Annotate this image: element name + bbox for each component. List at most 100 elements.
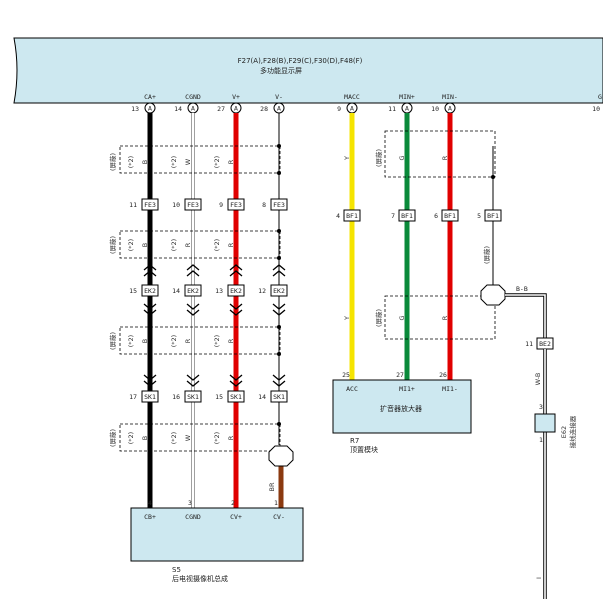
amp-sig-mi1-plus: MI1+ (399, 385, 415, 393)
shield-junction-dots (277, 144, 281, 426)
twist-2a: (*2) (127, 239, 135, 251)
pin-signal-ca-plus: CA+ (144, 93, 156, 101)
twist-3a: (*2) (127, 335, 135, 347)
camera-pin-3: 3 (188, 499, 192, 507)
conn-a-4: A (277, 105, 281, 113)
camera-id: S5 (172, 566, 181, 574)
pin-num-13: 13 (131, 105, 139, 113)
camera-sig-cgnd: CGND (185, 513, 201, 521)
pin-num-9: 9 (337, 105, 341, 113)
fe3-label-4: FE3 (273, 201, 285, 209)
amp-pin-27: 27 (396, 371, 404, 379)
color-w-3: R (184, 338, 192, 343)
label-w-b: W-B (534, 373, 542, 386)
twist-4a: (*2) (127, 432, 135, 444)
sk1-pin-16: 16 (172, 393, 180, 401)
chevron-connectors (143, 264, 286, 387)
shield-splice-octagon (480, 284, 506, 306)
pin-num-10: 10 (431, 105, 439, 113)
pin-signal-min-minus: MIN- (442, 93, 458, 101)
twist-4c: (*2) (213, 432, 221, 444)
pin-signal-v-minus: V- (275, 93, 283, 101)
label-b-b: B-B (516, 285, 528, 293)
connector-sk1 (141, 390, 288, 403)
color-y-1: Y (343, 156, 351, 161)
pin-signal-macc: MACC (344, 93, 360, 101)
amp-pin-26: 26 (439, 371, 447, 379)
amplifier-name: 扩音器放大器 (380, 404, 422, 413)
pin-num-10-g: 10 (592, 105, 600, 113)
be2-label: BE2 (539, 340, 551, 348)
shield-label-3: (屏蔽) (108, 332, 117, 350)
shield-label-r1: (屏蔽) (374, 149, 383, 167)
ek2-label-2: EK2 (187, 287, 199, 295)
fe3-label-2: FE3 (187, 201, 199, 209)
fe3-pin-10: 10 (172, 201, 180, 209)
ek2-label-4: EK2 (273, 287, 285, 295)
amplifier-box (332, 379, 472, 434)
color-b-4: B (141, 436, 149, 440)
pin-num-14: 14 (174, 105, 182, 113)
twist-2b: (*2) (170, 239, 178, 251)
color-r-4: R (227, 435, 235, 440)
bf1-label-3: BF1 (444, 212, 456, 220)
color-b-2: B (141, 243, 149, 247)
ek2-pin-14: 14 (172, 287, 180, 295)
color-r-1: R (227, 159, 235, 164)
display-header-line2: 多功能显示屏 (260, 66, 302, 75)
color-w-2: R (184, 242, 192, 247)
twist-4b: (*2) (170, 432, 178, 444)
fe3-pin-11: 11 (129, 201, 137, 209)
color-b-3: B (141, 339, 149, 343)
shield-label-r2: (屏蔽) (374, 309, 383, 327)
bf1-label-4: BF1 (487, 212, 499, 220)
conn-a-2: A (191, 105, 195, 113)
bf1-label-1: BF1 (346, 212, 358, 220)
color-r-r1: R (441, 155, 449, 160)
pin-num-28: 28 (260, 105, 268, 113)
bf1-label-2: BF1 (401, 212, 413, 220)
ek2-label-1: EK2 (144, 287, 156, 295)
joint-pin-3: 3 (539, 403, 543, 411)
shield-label-4: (屏蔽) (108, 429, 117, 447)
sk1-pin-15: 15 (215, 393, 223, 401)
twist-2c: (*2) (213, 239, 221, 251)
twist-3c: (*2) (213, 335, 221, 347)
twist-3b: (*2) (170, 335, 178, 347)
conn-a-3: A (234, 105, 238, 113)
color-g-2: G (398, 315, 406, 320)
connector-fe3 (141, 198, 288, 211)
twist-1a: (*2) (127, 156, 135, 168)
color-b-1: B (141, 160, 149, 164)
shield-boxes-left (119, 145, 281, 452)
amp-pin-25: 25 (342, 371, 350, 379)
bf1-pin-6: 6 (434, 212, 438, 220)
sk1-label-2: SK1 (187, 393, 199, 401)
sk1-label-3: SK1 (230, 393, 242, 401)
color-y-2: Y (343, 316, 351, 321)
joint-id: E62 (560, 426, 568, 438)
amp-sig-acc: ACC (346, 385, 358, 393)
pin-num-27: 27 (217, 105, 225, 113)
shield-boxes-right (384, 130, 496, 340)
pin-signal-g: G (598, 93, 602, 101)
amplifier-id: R7 (350, 437, 359, 445)
shield-label-r3: (屏蔽) (482, 246, 491, 264)
conn-a-6: A (405, 105, 409, 113)
conn-a-5: A (350, 105, 354, 113)
camera-sig-cv-plus: CV+ (230, 513, 242, 521)
sk1-pin-14: 14 (258, 393, 266, 401)
ek2-pin-15: 15 (129, 287, 137, 295)
camera-sig-cb: CB+ (144, 513, 156, 521)
joint-connector-box (534, 413, 556, 433)
amp-sig-mi1-minus: MI1- (442, 385, 458, 393)
twist-1c: (*2) (213, 156, 221, 168)
pin-signal-v-plus: V+ (232, 93, 240, 101)
joint-pin-1: 1 (539, 436, 543, 444)
pin-signal-min-plus: MIN+ (399, 93, 415, 101)
joint-name: 接线连接器 (568, 415, 577, 448)
conn-a-7: A (448, 105, 452, 113)
pin-signal-cgnd: CGND (185, 93, 201, 101)
color-r-3: R (227, 338, 235, 343)
